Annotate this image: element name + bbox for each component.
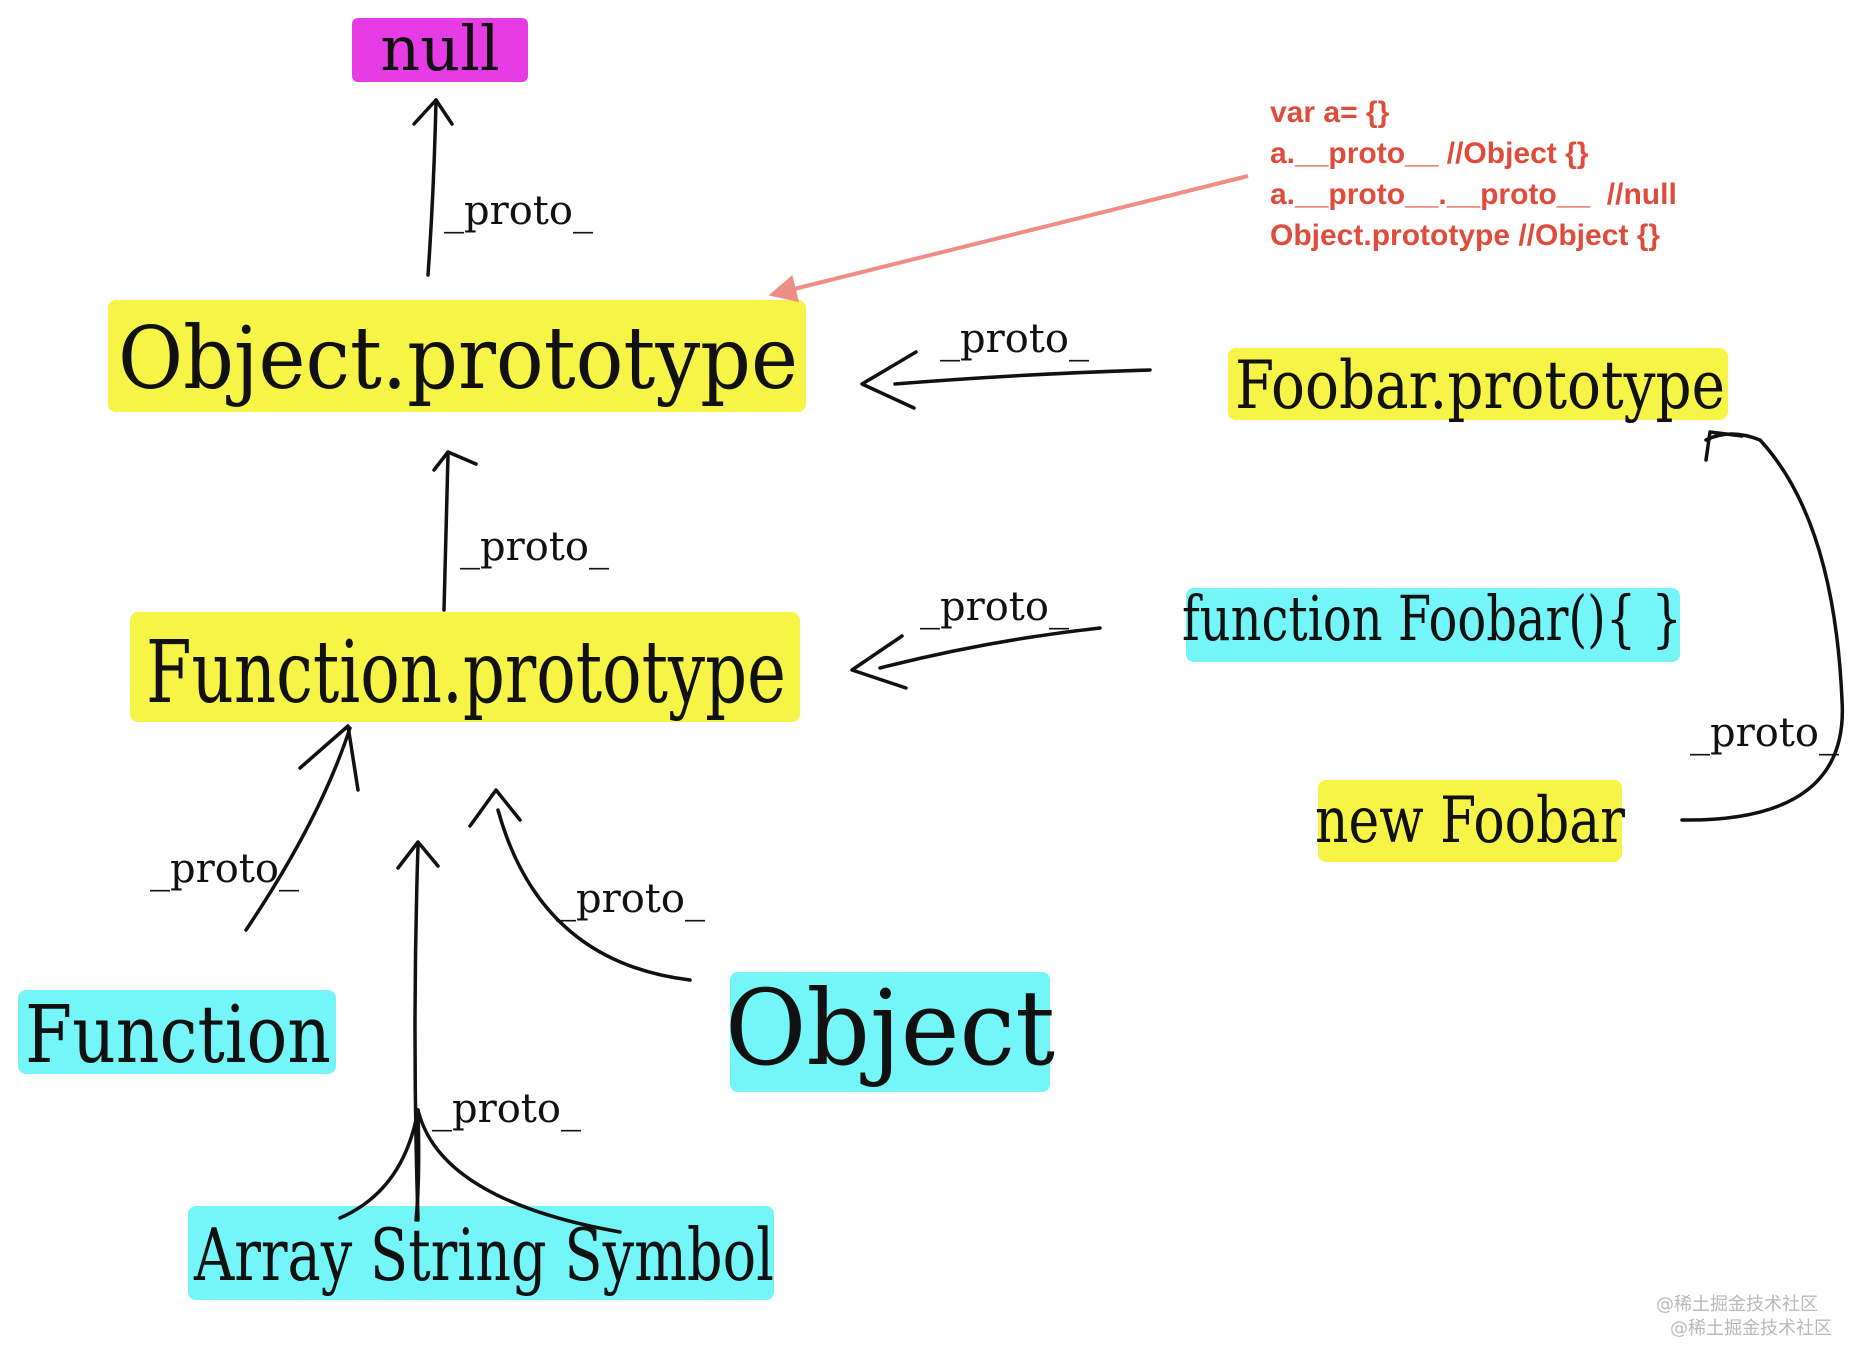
null-label: null [380, 12, 500, 85]
edge-label-function-ctor-to-function-prototype: _proto_ [150, 846, 299, 892]
new-foobar-label: new Foobar [1315, 784, 1625, 858]
object-prototype-highlight [108, 300, 806, 412]
builtins-fan-left [338, 1108, 420, 1220]
arrowhead-function-prototype-from-function [298, 724, 360, 792]
edge-label-function-prototype-to-object-prototype: _proto_ [460, 524, 609, 570]
object-prototype-label: Object.prototype [118, 309, 798, 409]
arrow-function-prototype-to-object-prototype [442, 453, 450, 612]
code-line: a.__proto__.__proto__ //null [1270, 178, 1677, 211]
edge-label-object-prototype-to-null: _proto_ [444, 188, 593, 234]
foobar-prototype-label: Foobar.prototype [1235, 347, 1725, 424]
function-ctor-label: Function [25, 988, 331, 1081]
arrowhead-function-prototype-from-builtins [396, 840, 440, 870]
object-ctor-highlight [730, 972, 1050, 1092]
builtins-highlight [188, 1206, 774, 1300]
builtins-label: Array String Symbol [193, 1213, 774, 1297]
builtins-fan-right [416, 1108, 622, 1234]
edge-label-foobar-prototype-to-object-prototype: _proto_ [940, 316, 1089, 362]
arrow-function-ctor-to-function-prototype [244, 726, 352, 932]
code-line: Object.prototype //Object {} [1270, 219, 1661, 252]
builtins-fan-mid [414, 1108, 421, 1222]
function-prototype-highlight [130, 612, 800, 722]
code-pointer-arrow [768, 174, 1249, 303]
null-highlight [352, 18, 528, 82]
function-foobar-label: function Foobar(){ } [1182, 582, 1682, 655]
code-snippet: var a= {} a.__proto__ //Object {} a.__pr… [1270, 92, 1677, 256]
arrow-foobar-prototype-to-object-prototype [893, 368, 1152, 386]
edge-label-builtins-to-function-prototype: _proto_ [432, 1086, 581, 1132]
edge-label-object-ctor-to-function-prototype: _proto_ [556, 876, 705, 922]
arrowhead-null [412, 98, 454, 126]
function-foobar-highlight [1186, 588, 1680, 662]
arrow-new-foobar-to-foobar-prototype [1680, 432, 1845, 822]
arrow-object-prototype-to-null [426, 98, 438, 277]
arrowhead-function-prototype-from-foobar [850, 634, 908, 690]
edge-label-function-foobar-to-function-prototype: _proto_ [920, 584, 1069, 630]
arrowhead-foobar-prototype-from-new [1704, 430, 1744, 462]
watermark: @稀土掘金技术社区 [1670, 1318, 1832, 1339]
object-ctor-label: Object [725, 967, 1055, 1089]
code-line: var a= {} [1270, 96, 1390, 129]
function-ctor-highlight [18, 990, 336, 1074]
arrow-function-foobar-to-function-prototype [878, 626, 1102, 670]
watermark: @稀土掘金技术社区 [1656, 1294, 1818, 1315]
function-prototype-label: Function.prototype [146, 623, 786, 723]
edge-label-new-foobar-to-foobar-prototype: _proto_ [1690, 710, 1839, 756]
foobar-prototype-highlight [1228, 348, 1728, 420]
code-line: a.__proto__ //Object {} [1270, 137, 1589, 170]
arrow-builtins-to-function-prototype [413, 844, 420, 1222]
arrowhead-object-prototype-from-foobar [860, 350, 918, 410]
arrow-object-ctor-to-function-prototype [496, 808, 692, 982]
arrowhead-object-prototype-from-function [432, 450, 478, 472]
new-foobar-highlight [1318, 780, 1622, 862]
arrowhead-function-prototype-from-object [468, 788, 522, 828]
